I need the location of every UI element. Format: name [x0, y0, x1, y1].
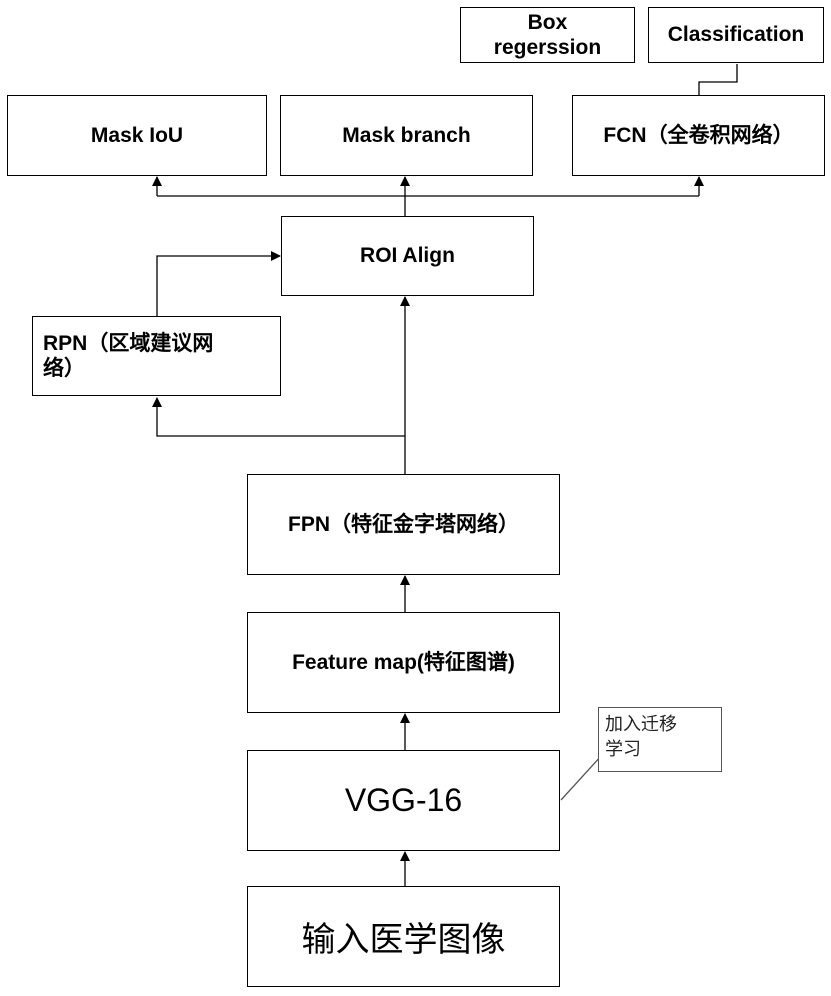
input-image-node: 输入医学图像 [247, 886, 560, 987]
fcn-to-heads-connector [699, 64, 737, 95]
vgg16-label: VGG-16 [345, 782, 462, 819]
classification-node: Classification [648, 7, 824, 63]
arrow-rpn-to-roi-align [157, 256, 280, 316]
arrow-fpn-to-rpn [157, 398, 405, 436]
vgg16-node: VGG-16 [247, 750, 560, 851]
box-regression-node: Box regerssion [460, 7, 635, 63]
mask-branch-node: Mask branch [280, 95, 533, 176]
mask-iou-node: Mask IoU [7, 95, 267, 176]
classification-label: Classification [668, 22, 805, 47]
input-image-label: 输入医学图像 [302, 912, 506, 961]
transfer-learning-note: 加入迁移 学习 [598, 707, 722, 772]
box-regression-label: Box regerssion [494, 10, 601, 60]
annotation-callout-line [561, 755, 602, 800]
fcn-node: FCN（全卷积网络） [572, 95, 825, 176]
rpn-node: RPN（区域建议网 络） [32, 316, 281, 396]
roi-align-label: ROI Align [360, 243, 455, 268]
rpn-label: RPN（区域建议网 络） [33, 331, 280, 381]
feature-map-label: Feature map(特征图谱) [292, 650, 515, 675]
fpn-label: FPN（特征金字塔网络） [288, 512, 519, 537]
mask-branch-label: Mask branch [342, 123, 470, 148]
roi-align-node: ROI Align [281, 216, 534, 296]
feature-map-node: Feature map(特征图谱) [247, 612, 560, 713]
mask-iou-label: Mask IoU [91, 123, 183, 148]
fcn-label: FCN（全卷积网络） [603, 123, 793, 148]
fpn-node: FPN（特征金字塔网络） [247, 474, 560, 575]
